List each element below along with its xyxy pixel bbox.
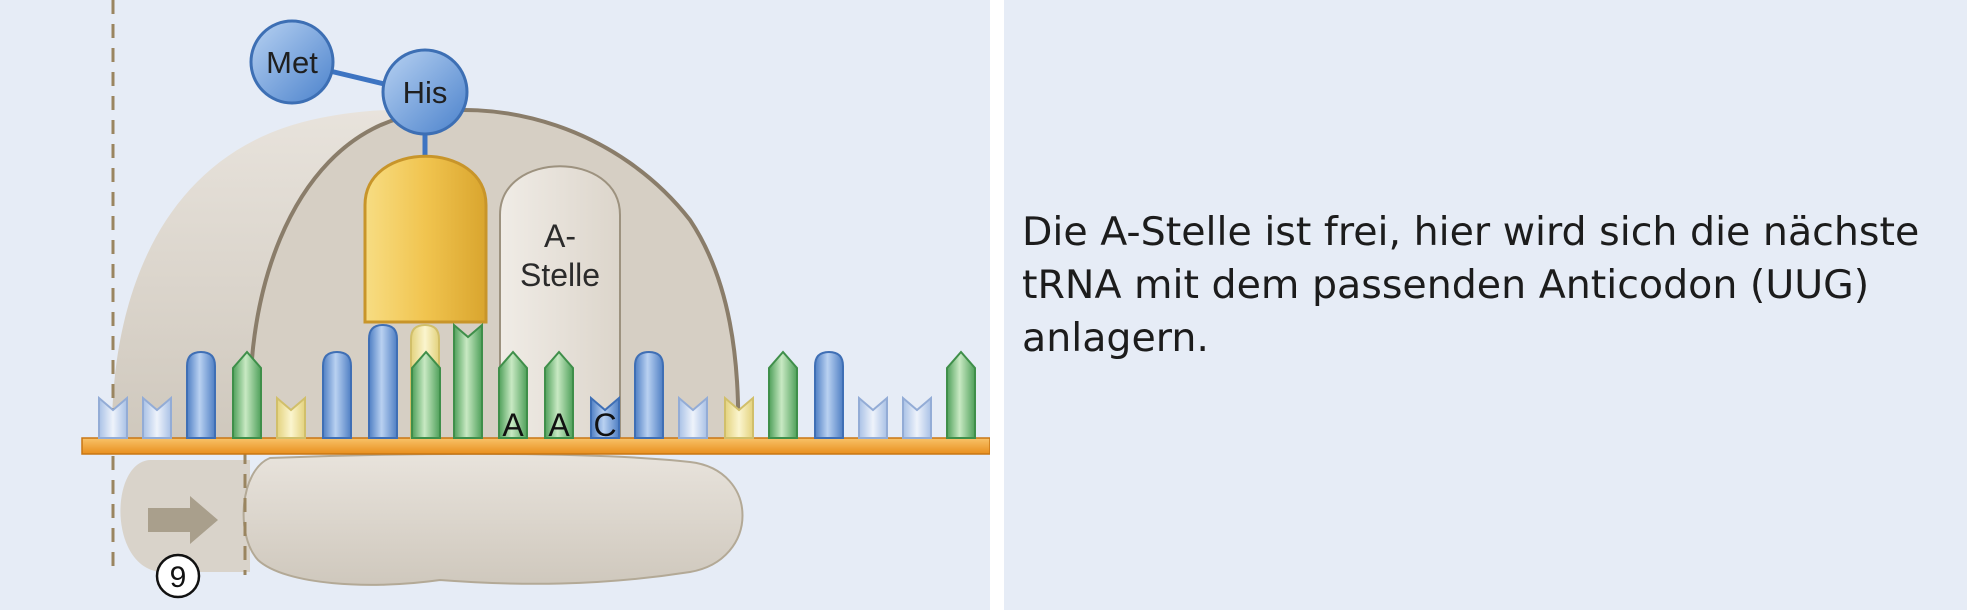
ribosome-small-subunit — [242, 452, 744, 586]
nucleotide-base — [186, 350, 216, 439]
nucleotide-base — [368, 323, 398, 439]
a-site-label-line1: A- — [544, 218, 576, 254]
nucleotide-base — [276, 395, 306, 439]
anticodon-letter-3: C — [593, 407, 616, 443]
nucleotide-base — [232, 350, 262, 439]
nucleotide-base — [724, 395, 754, 439]
nucleotide-base — [768, 350, 798, 439]
nucleotide-base — [544, 350, 574, 439]
nucleotide-base — [814, 350, 844, 439]
nucleotide-base — [98, 395, 128, 439]
amino-acid-met-label: Met — [266, 45, 318, 80]
caption-text: Die A-Stelle ist frei, hier wird sich di… — [1022, 209, 1920, 361]
anticodon-letter-2: A — [548, 407, 570, 443]
nucleotide-base — [590, 395, 620, 439]
nucleotide-base — [858, 395, 888, 439]
a-site-label-line2: Stelle — [520, 257, 600, 293]
translation-diagram: A- Stelle 9 Met His A — [0, 0, 990, 610]
caption-panel: Die A-Stelle ist frei, hier wird sich di… — [1004, 0, 1967, 610]
step-number: 9 — [170, 561, 187, 594]
nucleotide-base — [453, 322, 483, 439]
mrna-strand — [81, 437, 990, 455]
nucleotide-base — [411, 350, 441, 439]
arrow-right-icon — [148, 496, 218, 544]
step-number-circle — [155, 553, 201, 599]
anticodon-letter-1: A — [502, 407, 524, 443]
ribosome-illustration: A- Stelle 9 Met His A — [81, 0, 990, 599]
nucleotide-base — [678, 395, 708, 439]
nucleotide-base — [142, 395, 172, 439]
nucleotide-base — [902, 395, 932, 439]
a-site-pocket — [499, 165, 621, 441]
nucleotide-base — [634, 350, 664, 439]
nucleotide-base — [322, 350, 352, 439]
panel-divider — [990, 0, 1004, 610]
amino-acid-his — [381, 48, 469, 136]
codon-bases — [98, 322, 976, 439]
nucleotide-base — [946, 350, 976, 439]
nucleotide-base — [498, 350, 528, 439]
amino-acid-met — [249, 19, 335, 105]
amino-acid-his-label: His — [403, 75, 448, 110]
trna-body — [363, 154, 488, 324]
